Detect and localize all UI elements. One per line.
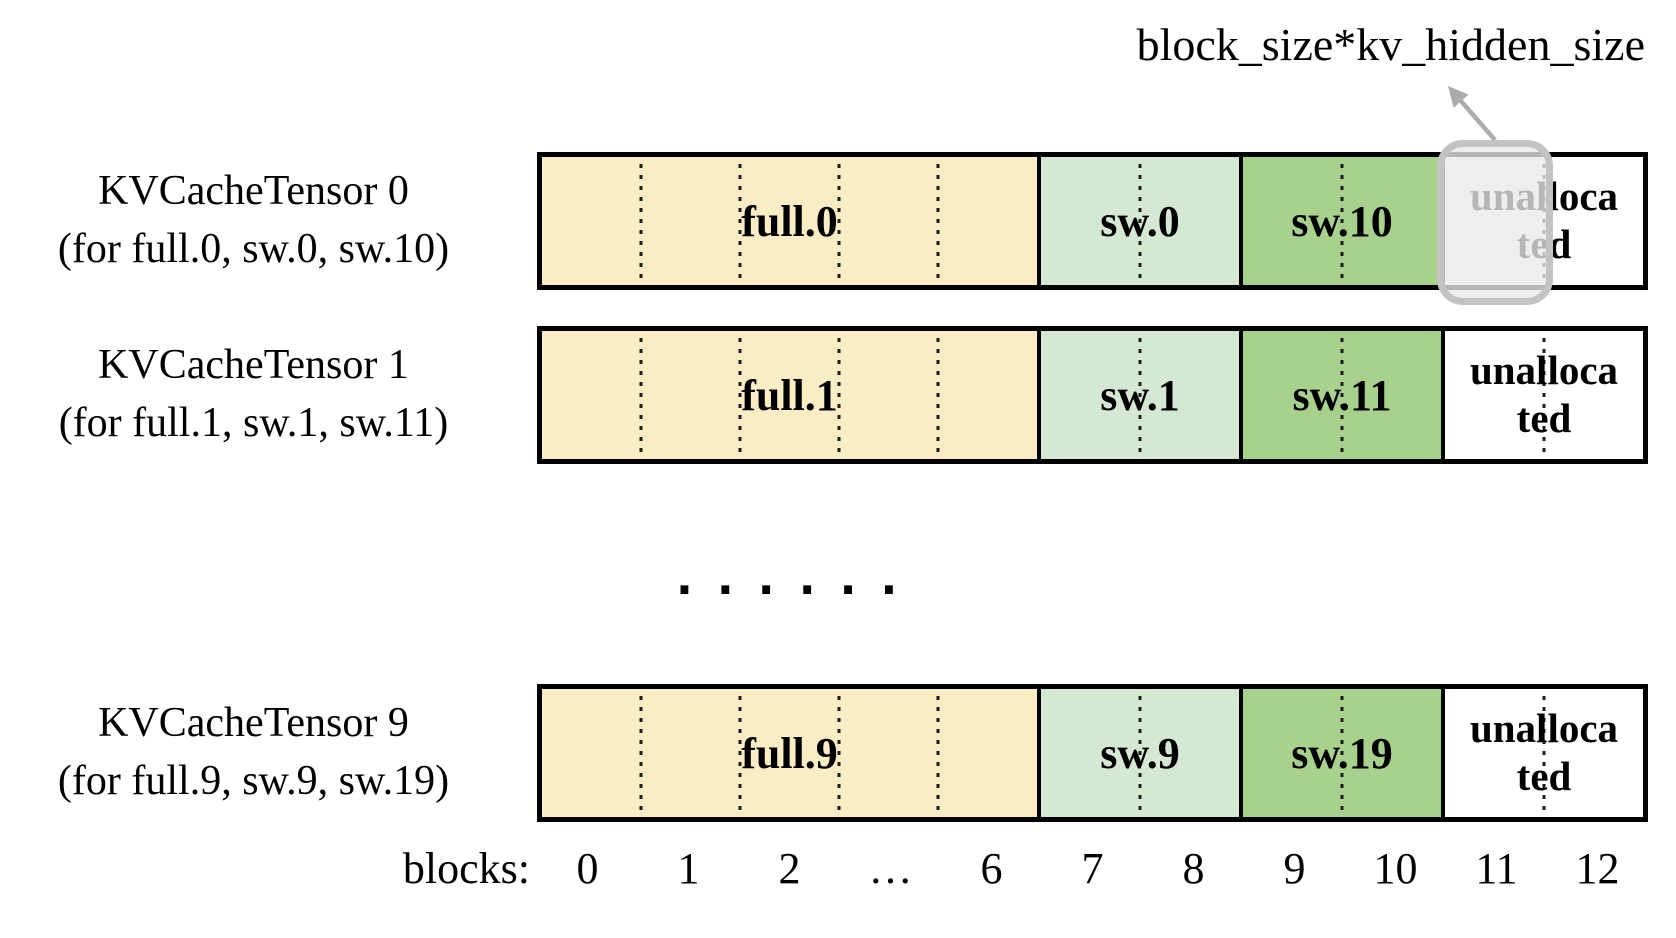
axis-tick: … bbox=[868, 844, 913, 893]
axis-tick: 1 bbox=[677, 844, 700, 893]
dotted-divider bbox=[837, 338, 841, 452]
section-sw2: sw.11 bbox=[1239, 331, 1441, 459]
dotted-divider bbox=[1542, 696, 1546, 810]
section-label: sw.11 bbox=[1292, 370, 1392, 420]
section-label: sw.9 bbox=[1100, 728, 1180, 778]
section-unallocated: unalloca ted bbox=[1441, 689, 1643, 817]
row-label: KVCacheTensor 1 (for full.1, sw.1, sw.11… bbox=[0, 326, 507, 464]
section-full: full.0 bbox=[542, 157, 1037, 285]
tensor-bar: full.1 sw.1 sw.11 unalloca ted bbox=[537, 326, 1648, 464]
section-label: sw.1 bbox=[1100, 370, 1180, 420]
dotted-divider bbox=[936, 164, 940, 278]
tensor-bar: full.9 sw.9 sw.19 unalloca ted bbox=[537, 684, 1648, 822]
annotation-arrow-icon bbox=[1448, 86, 1497, 142]
row-subtitle: (for full.9, sw.9, sw.19) bbox=[57, 758, 450, 804]
section-label: full.0 bbox=[741, 196, 838, 246]
axis-tick: 2 bbox=[778, 844, 801, 893]
dotted-divider bbox=[738, 164, 742, 278]
axis-tick: 7 bbox=[1081, 844, 1104, 893]
section-label: sw.19 bbox=[1291, 728, 1393, 778]
section-sw: sw.1 bbox=[1037, 331, 1239, 459]
section-sw: sw.9 bbox=[1037, 689, 1239, 817]
block-highlight-overlay bbox=[1437, 140, 1553, 305]
section-full: full.1 bbox=[542, 331, 1037, 459]
dotted-divider bbox=[1542, 338, 1546, 452]
dotted-divider bbox=[1340, 164, 1344, 278]
dotted-divider bbox=[837, 164, 841, 278]
dotted-divider bbox=[1340, 696, 1344, 810]
dotted-divider bbox=[1138, 696, 1142, 810]
section-label: sw.10 bbox=[1291, 196, 1393, 246]
axis-tick: 11 bbox=[1475, 844, 1518, 893]
dotted-divider bbox=[936, 338, 940, 452]
rows-ellipsis: ...... bbox=[670, 550, 916, 606]
section-label: sw.0 bbox=[1100, 196, 1180, 246]
dotted-divider bbox=[639, 164, 643, 278]
block-size-annotation: block_size*kv_hidden_size bbox=[1136, 19, 1645, 70]
dotted-divider bbox=[837, 696, 841, 810]
row-label: KVCacheTensor 9 (for full.9, sw.9, sw.19… bbox=[0, 684, 507, 822]
dotted-divider bbox=[1340, 338, 1344, 452]
row-subtitle: (for full.0, sw.0, sw.10) bbox=[57, 226, 450, 272]
dotted-divider bbox=[738, 696, 742, 810]
section-unallocated: unalloca ted bbox=[1441, 331, 1643, 459]
axis-tick: 0 bbox=[576, 844, 599, 893]
row-subtitle: (for full.1, sw.1, sw.11) bbox=[58, 400, 449, 446]
axis-tick: 12 bbox=[1575, 844, 1620, 893]
row-title: KVCacheTensor 9 bbox=[98, 700, 409, 747]
axis-label: blocks: bbox=[402, 844, 530, 893]
dotted-divider bbox=[936, 696, 940, 810]
axis-tick: 9 bbox=[1283, 844, 1306, 893]
dotted-divider bbox=[738, 338, 742, 452]
axis-tick: 8 bbox=[1182, 844, 1205, 893]
dotted-divider bbox=[639, 338, 643, 452]
row-label: KVCacheTensor 0 (for full.0, sw.0, sw.10… bbox=[0, 152, 507, 290]
axis-tick: 6 bbox=[980, 844, 1003, 893]
row-title: KVCacheTensor 0 bbox=[98, 168, 409, 215]
section-label: full.9 bbox=[741, 728, 838, 778]
axis-tick: 10 bbox=[1373, 844, 1418, 893]
dotted-divider bbox=[639, 696, 643, 810]
row-title: KVCacheTensor 1 bbox=[98, 342, 409, 389]
section-label: unalloca ted bbox=[1469, 705, 1619, 799]
section-sw: sw.0 bbox=[1037, 157, 1239, 285]
section-label: full.1 bbox=[741, 370, 838, 420]
section-sw2: sw.19 bbox=[1239, 689, 1441, 817]
dotted-divider bbox=[1138, 338, 1142, 452]
axis-ticks: 0 1 2 … 6 7 8 9 10 11 12 bbox=[537, 843, 1648, 894]
section-full: full.9 bbox=[542, 689, 1037, 817]
section-sw2: sw.10 bbox=[1239, 157, 1441, 285]
section-label: unalloca ted bbox=[1469, 347, 1619, 441]
dotted-divider bbox=[1138, 164, 1142, 278]
